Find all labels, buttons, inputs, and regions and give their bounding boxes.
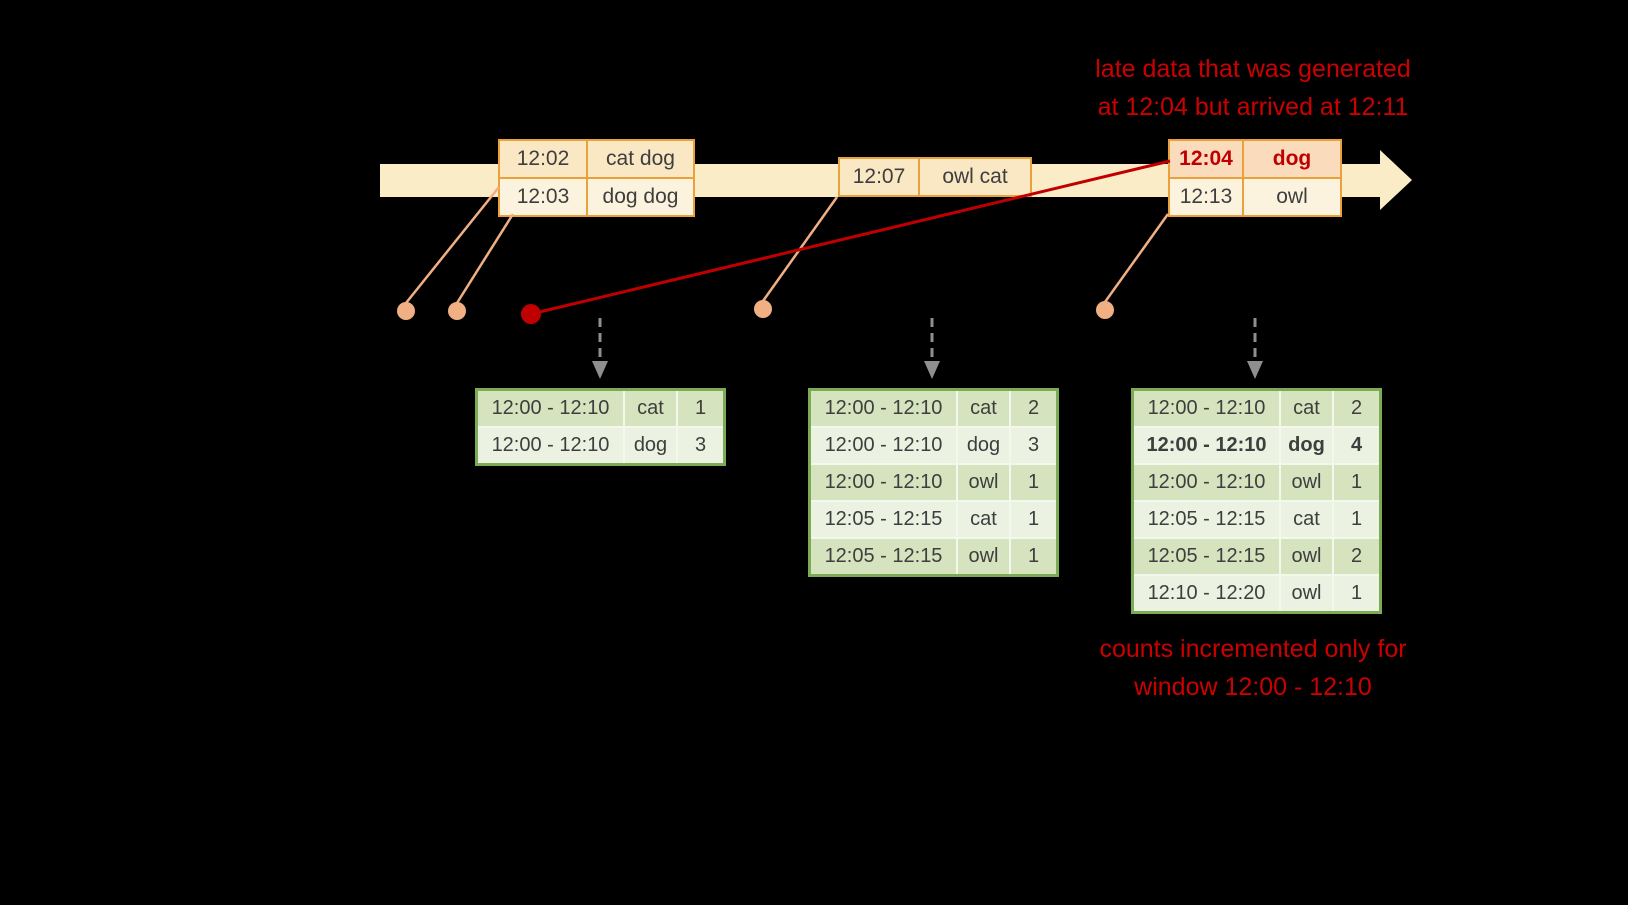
result-count: 1: [1011, 502, 1056, 537]
late-event-words: dog: [1244, 141, 1340, 177]
result-count: 3: [1011, 428, 1056, 463]
result-window: 12:00 - 12:10: [1134, 391, 1279, 426]
result-count: 1: [1011, 539, 1056, 574]
updated-result-window: 12:00 - 12:10: [1134, 428, 1279, 463]
result-table-3: 12:00 - 12:10 cat 2 12:00 - 12:10 dog 4 …: [1131, 388, 1382, 614]
result-word: dog: [625, 428, 676, 463]
result-word: cat: [625, 391, 676, 426]
event-time: 12:02: [500, 141, 586, 177]
event-time: 12:07: [840, 159, 918, 195]
result-window: 12:00 - 12:10: [478, 391, 623, 426]
result-word: cat: [958, 391, 1009, 426]
updated-result-count: 4: [1334, 428, 1379, 463]
result-word: cat: [958, 502, 1009, 537]
result-window: 12:05 - 12:15: [1134, 539, 1279, 574]
event-words: dog dog: [588, 179, 693, 215]
result-window: 12:05 - 12:15: [1134, 502, 1279, 537]
result-word: owl: [958, 539, 1009, 574]
late-event-time: 12:04: [1170, 141, 1242, 177]
result-window: 12:05 - 12:15: [811, 502, 956, 537]
counts-annotation-line2: window 12:00 - 12:10: [1134, 673, 1372, 701]
event-time: 12:13: [1170, 179, 1242, 215]
event-time: 12:03: [500, 179, 586, 215]
late-data-annotation-line1: late data that was generated: [1095, 55, 1411, 83]
result-window: 12:00 - 12:10: [811, 428, 956, 463]
result-word: owl: [1281, 465, 1332, 500]
result-word: cat: [1281, 502, 1332, 537]
result-count: 1: [1334, 465, 1379, 500]
event-words: owl: [1244, 179, 1340, 215]
event-words: owl cat: [920, 159, 1030, 195]
result-count: 2: [1011, 391, 1056, 426]
result-table-1: 12:00 - 12:10 cat 1 12:00 - 12:10 dog 3: [475, 388, 726, 466]
result-window: 12:00 - 12:10: [478, 428, 623, 463]
late-data-annotation: late data that was generated at 12:04 bu…: [1018, 50, 1488, 126]
result-window: 12:10 - 12:20: [1134, 576, 1279, 611]
late-data-annotation-line2: at 12:04 but arrived at 12:11: [1097, 93, 1409, 121]
result-table-2: 12:00 - 12:10 cat 2 12:00 - 12:10 dog 3 …: [808, 388, 1059, 577]
event-table-1202-1203: 12:02 cat dog 12:03 dog dog: [498, 139, 695, 217]
event-table-1204-1213: 12:04 dog 12:13 owl: [1168, 139, 1342, 217]
result-window: 12:00 - 12:10: [811, 391, 956, 426]
result-count: 2: [1334, 391, 1379, 426]
result-count: 2: [1334, 539, 1379, 574]
result-word: owl: [958, 465, 1009, 500]
result-word: owl: [1281, 576, 1332, 611]
event-words: cat dog: [588, 141, 693, 177]
result-window: 12:00 - 12:10: [1134, 465, 1279, 500]
result-word: owl: [1281, 539, 1332, 574]
result-count: 1: [1334, 502, 1379, 537]
result-window: 12:00 - 12:10: [811, 465, 956, 500]
result-word: cat: [1281, 391, 1332, 426]
result-window: 12:05 - 12:15: [811, 539, 956, 574]
result-count: 3: [678, 428, 723, 463]
result-word: dog: [958, 428, 1009, 463]
result-count: 1: [1011, 465, 1056, 500]
counts-annotation-line1: counts incremented only for: [1099, 635, 1407, 663]
counts-annotation: counts incremented only for window 12:00…: [1018, 630, 1488, 706]
event-table-1207: 12:07 owl cat: [838, 157, 1032, 197]
result-count: 1: [678, 391, 723, 426]
updated-result-word: dog: [1281, 428, 1332, 463]
result-count: 1: [1334, 576, 1379, 611]
